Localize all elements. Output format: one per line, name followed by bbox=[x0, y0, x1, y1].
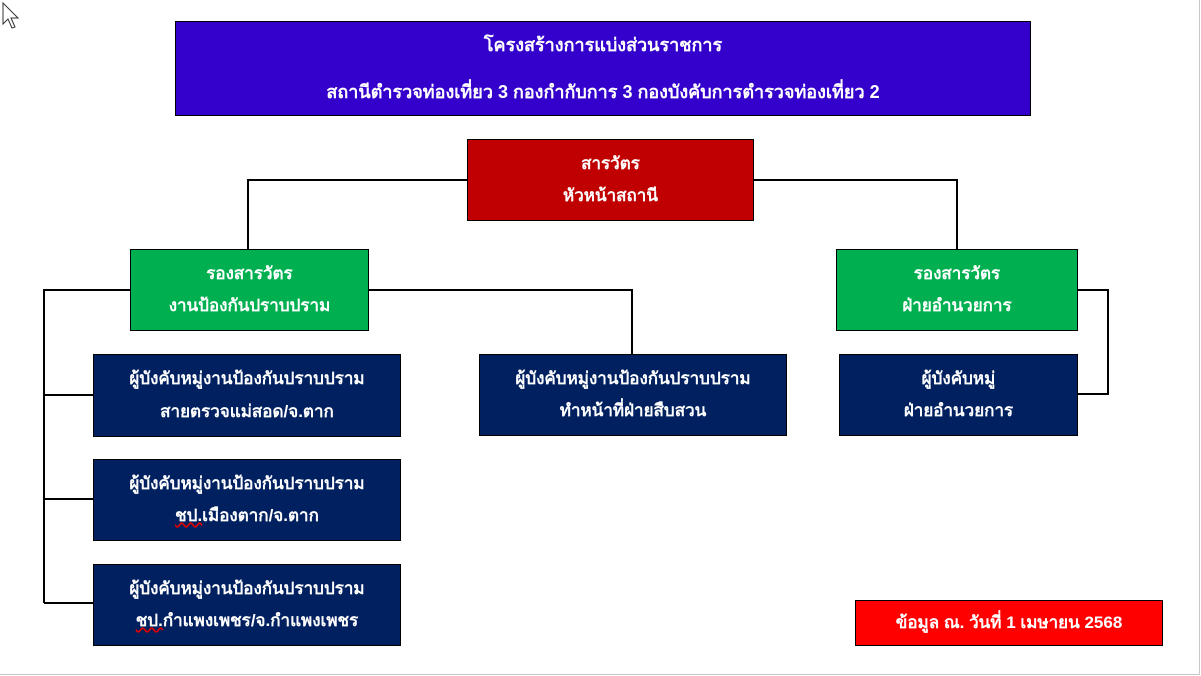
date-note-text: ข้อมูล ณ. วันที่ 1 เมษายน 2568 bbox=[895, 612, 1123, 632]
connector-head-deputy-right bbox=[753, 179, 958, 249]
node-role: สายตรวจแม่สอด/จ.ตาก bbox=[160, 401, 334, 421]
node-role: ชป.เมืองตาก/จ.ตาก bbox=[175, 506, 319, 525]
node-squad-maesot: ผู้บังคับหมู่งานป้องกันปราบปราม สายตรวจแ… bbox=[93, 354, 401, 437]
mouse-cursor-icon bbox=[2, 2, 20, 29]
node-role: งานป้องกันปราบปราม bbox=[168, 296, 331, 315]
node-role: ชป.กำแพงเพชร/จ.กำแพงเพชร bbox=[135, 611, 359, 630]
node-role: ทำหน้าที่ฝ่ายสืบสวน bbox=[559, 401, 707, 420]
node-role: ฝ่ายอำนวยการ bbox=[902, 296, 1012, 315]
abbr-spellcheck: ชป. bbox=[135, 611, 163, 630]
node-rank: ผู้บังคับหมู่งานป้องกันปราบปราม bbox=[515, 368, 751, 388]
chart-subtitle: สถานีตำรวจท่องเที่ยว 3 กองกำกับการ 3 กอง… bbox=[326, 81, 880, 102]
node-deputy-prevention: รองสารวัตร งานป้องกันปราบปราม bbox=[130, 249, 369, 331]
connector-sub-right bbox=[1077, 289, 1109, 395]
node-rank: ผู้บังคับหมู่งานป้องกันปราบปราม bbox=[129, 473, 365, 493]
node-rank: ผู้บังคับหมู่งานป้องกันปราบปราม bbox=[129, 369, 365, 389]
node-role: ฝ่ายอำนวยการ bbox=[903, 401, 1014, 420]
node-deputy-admin: รองสารวัตร ฝ่ายอำนวยการ bbox=[836, 249, 1078, 331]
connector-deputy-left-spine bbox=[43, 289, 130, 603]
abbr-spellcheck: ชป. bbox=[175, 506, 203, 525]
node-rank: ผู้บังคับหมู่ bbox=[921, 368, 996, 388]
connector-head-deputy-left bbox=[247, 179, 467, 249]
chart-title: โครงสร้างการแบ่งส่วนราชการ bbox=[483, 34, 723, 55]
node-head: สารวัตร หัวหน้าสถานี bbox=[467, 139, 754, 221]
node-squad-kamphaengphet: ผู้บังคับหมู่งานป้องกันปราบปราม ชป.กำแพง… bbox=[93, 564, 401, 646]
data-date-note: ข้อมูล ณ. วันที่ 1 เมษายน 2568 bbox=[855, 600, 1163, 646]
node-rank: รองสารวัตร bbox=[913, 263, 1001, 283]
node-squad-admin: ผู้บังคับหมู่ ฝ่ายอำนวยการ bbox=[839, 354, 1078, 436]
node-rank: ผู้บังคับหมู่งานป้องกันปราบปราม bbox=[129, 578, 365, 598]
node-rank: รองสารวัตร bbox=[206, 263, 293, 283]
node-head-rank: สารวัตร bbox=[581, 153, 640, 173]
node-squad-investigation: ผู้บังคับหมู่งานป้องกันปราบปราม ทำหน้าที… bbox=[479, 354, 787, 436]
chart-title-box: โครงสร้างการแบ่งส่วนราชการ สถานีตำรวจท่อ… bbox=[175, 21, 1031, 116]
node-head-role: หัวหน้าสถานี bbox=[563, 186, 658, 205]
connector-sub-mid bbox=[368, 289, 633, 354]
node-squad-muangtak: ผู้บังคับหมู่งานป้องกันปราบปราม ชป.เมือง… bbox=[93, 459, 401, 541]
